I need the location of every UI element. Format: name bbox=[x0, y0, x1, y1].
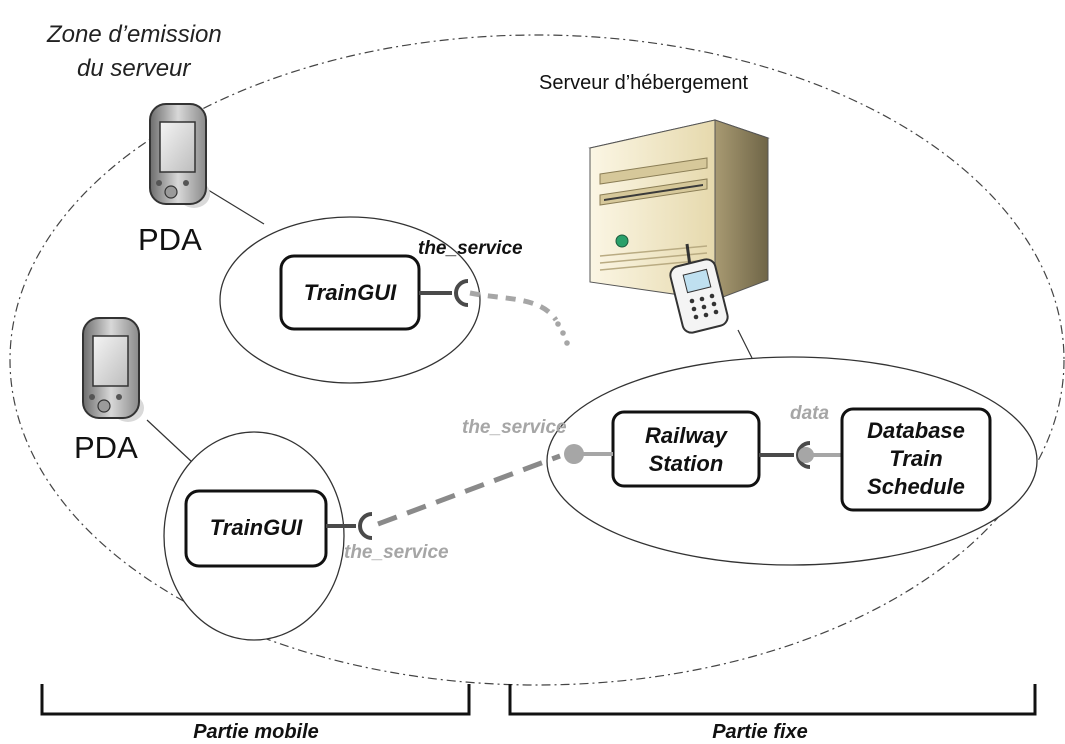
top-service-port-label: the_service bbox=[418, 238, 523, 259]
zone-label-line2: du serveur bbox=[77, 55, 191, 82]
pda-label-bottom: PDA bbox=[74, 430, 138, 465]
partie-fixe-bracket bbox=[508, 684, 1037, 716]
bottom-service-port-label: the_service bbox=[344, 542, 449, 563]
traingui-bottom-label: TrainGUI bbox=[210, 515, 303, 540]
server-tower-icon bbox=[588, 119, 770, 301]
pda-bottom-link bbox=[146, 419, 193, 463]
pda-top-link bbox=[199, 184, 265, 225]
database-label-1: Database bbox=[867, 418, 965, 443]
railway-station-label-1: Railway bbox=[645, 423, 729, 448]
zone-label-line1: Zone d’emission bbox=[46, 21, 222, 48]
traingui-bottom-socket bbox=[358, 512, 373, 540]
dot-2 bbox=[560, 330, 566, 336]
dot-3 bbox=[564, 340, 570, 346]
pda-icon-top bbox=[149, 103, 210, 208]
partie-mobile-label: Partie mobile bbox=[193, 721, 319, 743]
database-label-3: Schedule bbox=[867, 474, 965, 499]
database-label-2: Train bbox=[889, 446, 942, 471]
railway-station-label-2: Station bbox=[649, 451, 724, 476]
pda-icon-bottom bbox=[82, 317, 144, 422]
partie-fixe-label: Partie fixe bbox=[712, 721, 808, 743]
server-label: Serveur d’hébergement bbox=[539, 72, 748, 94]
railway-service-port-label: the_service bbox=[462, 417, 567, 438]
data-port-label: data bbox=[790, 403, 830, 424]
mobile-phone-icon bbox=[669, 243, 729, 334]
database-data-lollipop bbox=[798, 447, 814, 463]
traingui-top-label: TrainGUI bbox=[304, 280, 397, 305]
server-emission-zone bbox=[9, 34, 1065, 686]
server-link bbox=[737, 329, 753, 359]
dot-1 bbox=[555, 321, 561, 327]
traingui-top-socket bbox=[454, 279, 469, 307]
database-box[interactable] bbox=[840, 407, 992, 512]
partie-mobile-bracket bbox=[40, 684, 471, 716]
railway-service-lollipop bbox=[564, 444, 584, 464]
railway-station-box[interactable] bbox=[611, 410, 761, 488]
pda-label-top: PDA bbox=[138, 222, 202, 257]
bottom-service-dependency bbox=[377, 453, 561, 527]
traingui-bottom-box[interactable] bbox=[184, 489, 328, 568]
top-service-dependency bbox=[469, 290, 559, 322]
